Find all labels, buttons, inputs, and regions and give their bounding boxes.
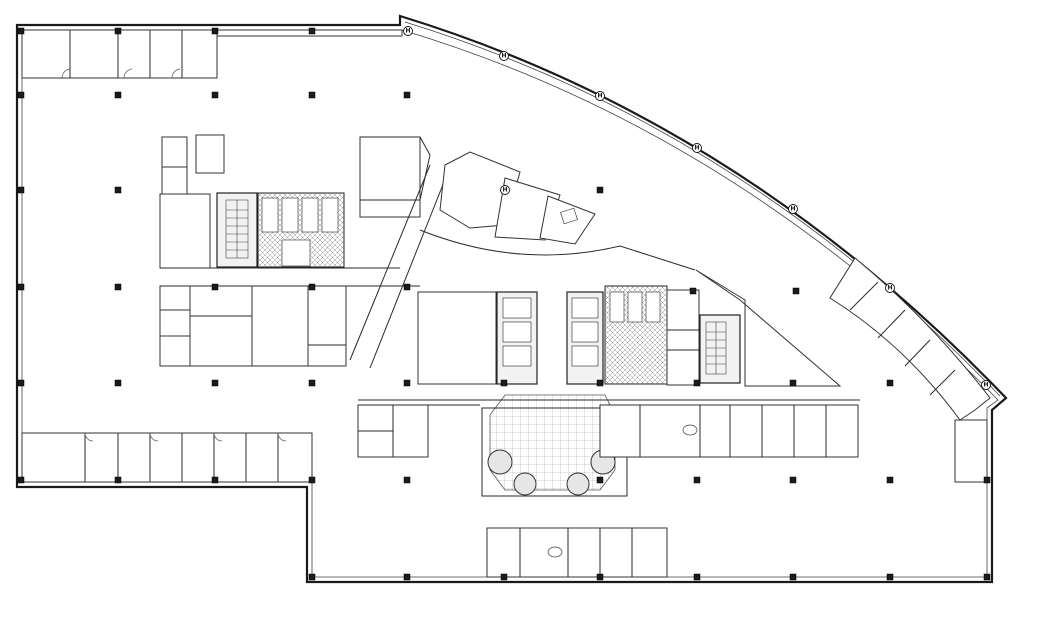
stair-core-right (699, 314, 741, 384)
lobby-room (417, 291, 497, 385)
office-block (21, 29, 218, 79)
core-left (159, 134, 431, 269)
svg-text:H: H (694, 145, 699, 152)
elevator-icon (571, 345, 599, 367)
revolving-door-icon (566, 472, 590, 496)
offices-curved-right (829, 257, 991, 483)
grid-marker: H (500, 185, 510, 195)
elevator-icon (502, 345, 532, 367)
table-icon (547, 546, 563, 558)
elevator-icon (502, 321, 532, 343)
curtain-wall-inner (21, 29, 999, 578)
svg-text:H: H (502, 187, 507, 194)
svg-text:H: H (887, 285, 892, 292)
exterior-wall (15, 14, 1008, 584)
elevator-icon (571, 321, 599, 343)
column-grid (17, 27, 991, 581)
grid-marker: H (981, 380, 991, 390)
svg-text:H: H (983, 382, 988, 389)
svg-text:H: H (790, 206, 795, 213)
svg-text:H: H (405, 28, 410, 35)
grid-marker: H (403, 26, 413, 36)
svg-text:H: H (501, 53, 506, 60)
offices-bottom-left (21, 432, 313, 483)
offices-bottom-center (486, 527, 668, 578)
stair-icon (705, 321, 727, 375)
main-lobby (481, 394, 628, 497)
central-pods (419, 151, 696, 271)
revolving-door-icon (487, 449, 513, 475)
offices-top-left (21, 29, 403, 79)
lobby-floor (489, 394, 616, 491)
office-room (195, 134, 225, 174)
revolving-door-icon (513, 472, 537, 496)
grid-markers: H H H H H H H H (403, 26, 991, 390)
corridor-walls (160, 267, 860, 406)
stair-icon (225, 199, 249, 259)
toilet-stalls (261, 197, 339, 267)
elevator-icon (502, 297, 532, 319)
grid-marker: H (885, 283, 895, 293)
grid-marker: H (692, 143, 702, 153)
offices-left-center (159, 285, 347, 367)
svg-text:H: H (597, 93, 602, 100)
elevator-icon (571, 297, 599, 319)
conference-room (251, 285, 309, 367)
table-icon (682, 424, 698, 436)
elevator-core (417, 269, 842, 387)
offices-lower-right (357, 404, 859, 458)
grid-marker: H (788, 204, 798, 214)
grid-marker: H (595, 91, 605, 101)
grid-marker: H (499, 51, 509, 61)
